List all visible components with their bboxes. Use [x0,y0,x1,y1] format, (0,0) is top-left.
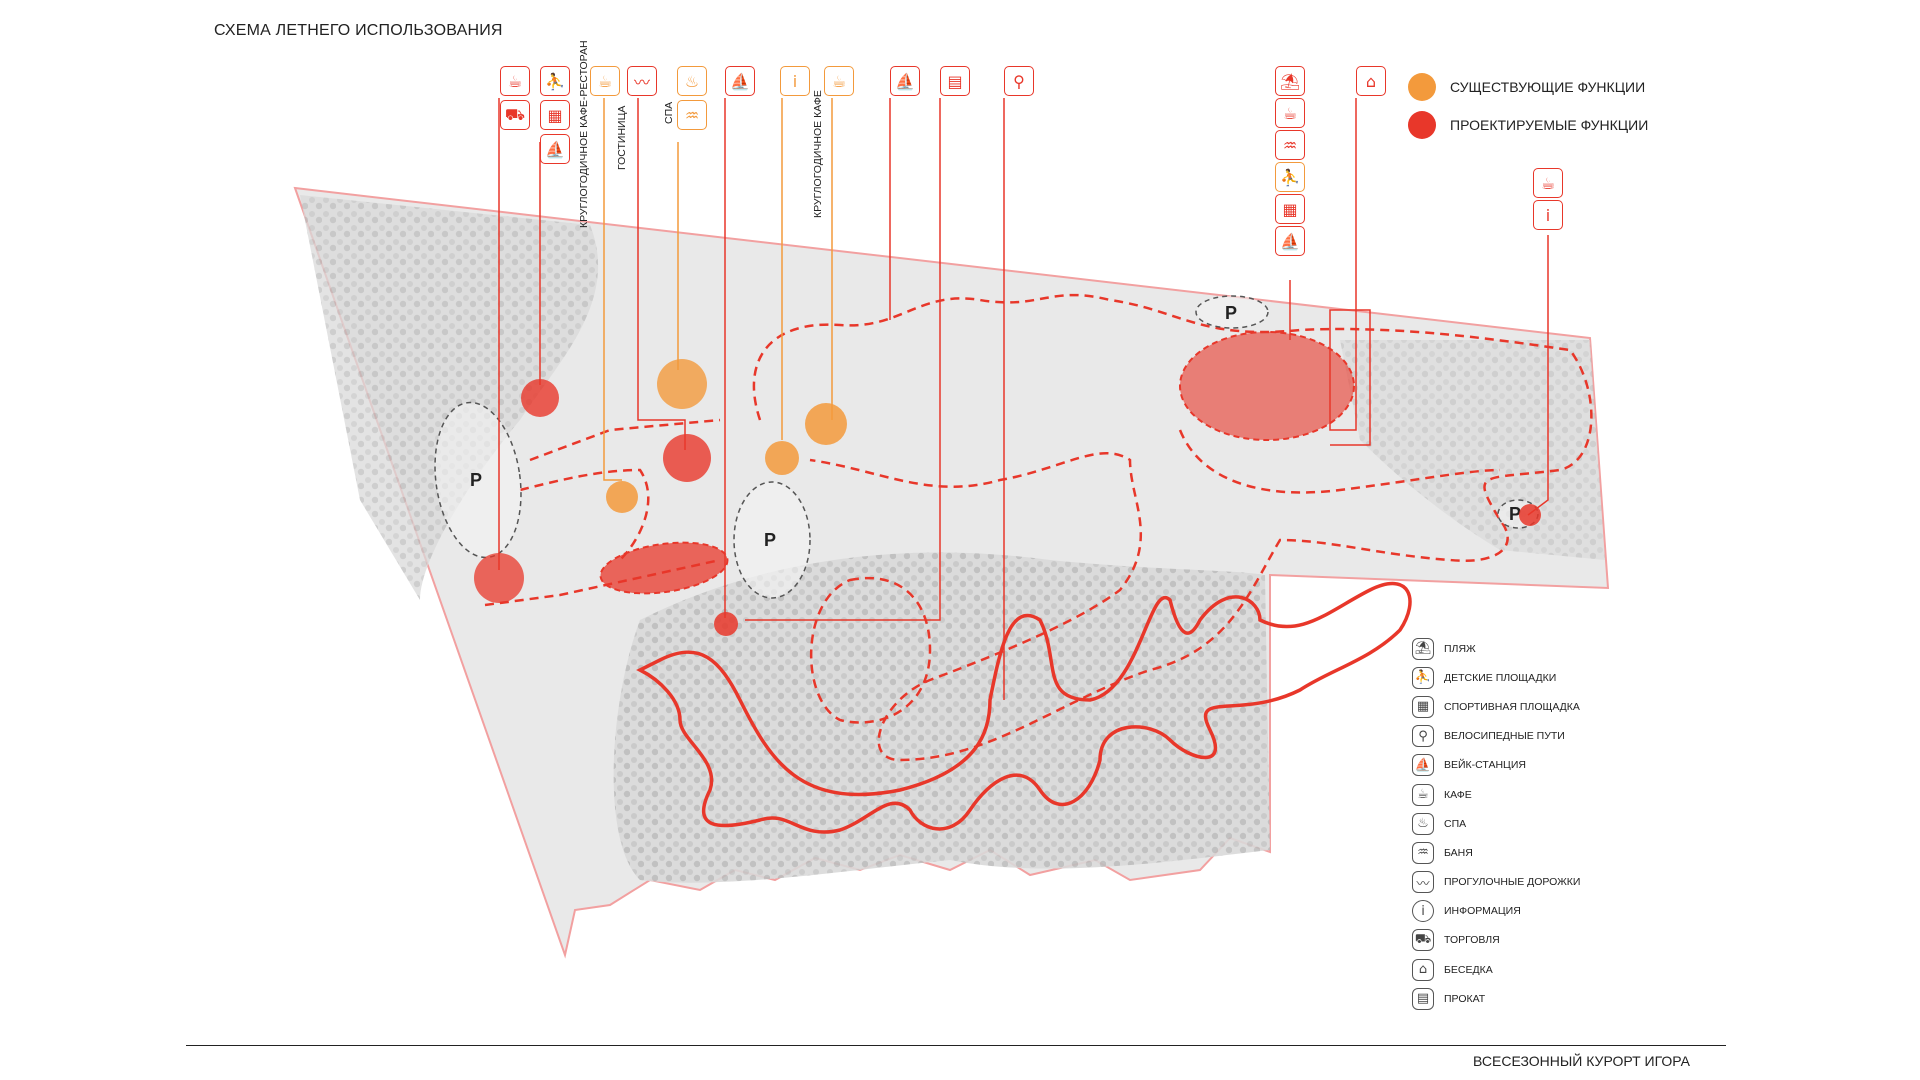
cafe-icon: ☕ [1533,168,1563,198]
bicycle-icon: ⚲ [1004,66,1034,96]
legend-existing: СУЩЕСТВУЮЩИЕ ФУНКЦИИ [1408,68,1648,106]
legend-item-label: ПЛЯЖ [1444,642,1476,655]
legend-item: i ИНФОРМАЦИЯ [1412,897,1580,926]
forest-east [1340,340,1605,560]
wake-station-icon: ⛵ [890,66,920,96]
info-icon: i [1533,200,1563,230]
legend-item: ▦ СПОРТИВНАЯ ПЛОЩАДКА [1412,692,1580,721]
spa-icon: ♨ [1412,812,1434,835]
parking-label: P [764,530,776,550]
cafe-icon: ☕ [500,66,530,96]
bathhouse-icon: ♒ [677,100,707,130]
page-title: СХЕМА ЛЕТНЕГО ИСПОЛЬЗОВАНИЯ [214,22,503,39]
legend-item: ♨ СПА [1412,809,1580,838]
forest-south [613,552,1270,883]
rental-icon: ▤ [940,66,970,96]
legend-existing-label: СУЩЕСТВУЮЩИЕ ФУНКЦИИ [1450,79,1646,95]
bicycle-route [636,581,1412,834]
legend-item-label: КАФЕ [1444,788,1472,801]
bathhouse-icon: ♒ [1275,130,1305,160]
wake-station-icon: ⛵ [540,134,570,164]
wake-station-icon: ⛵ [1412,754,1434,777]
legend-item-label: СПОРТИВНАЯ ПЛОЩАДКА [1444,700,1580,713]
existing-dot [1408,73,1436,101]
label-hotel: ГОСТИНИЦА [616,105,628,170]
playground-icon: ⛹ [1275,162,1305,192]
legend-item: 〰 ПРОГУЛОЧНЫЕ ДОРОЖКИ [1412,868,1580,897]
planned-dot [1408,111,1436,139]
legend-item-label: БАНЯ [1444,846,1473,859]
legend-planned-label: ПРОЕКТИРУЕМЫЕ ФУНКЦИИ [1450,117,1649,133]
gazebo-icon: ⌂ [1356,66,1386,96]
bathhouse-icon: ♒ [1412,841,1434,864]
cafe-icon: ☕ [590,66,620,96]
icon-legend: ⛱ ПЛЯЖ ⛹ ДЕТСКИЕ ПЛОЩАДКИ ▦ СПОРТИВНАЯ ПЛОЩ… [1412,634,1580,1013]
legend-item-label: ВЕЙК-СТАНЦИЯ [1444,759,1526,772]
parking-label: P [1509,504,1521,524]
legend-item: ⛟ ТОРГОВЛЯ [1412,926,1580,955]
legend-item-label: ПРОКАТ [1444,992,1486,1005]
legend-item: ⛹ ДЕТСКИЕ ПЛОЩАДКИ [1412,663,1580,692]
legend-item: ⛱ ПЛЯЖ [1412,634,1580,663]
legend-item: ⚲ ВЕЛОСИПЕДНЫЕ ПУТИ [1412,722,1580,751]
legend-item: ▤ ПРОКАТ [1412,984,1580,1013]
walking-path-icon: 〰 [1412,871,1434,894]
footer-divider [186,1045,1726,1046]
shopping-cart-icon: ⛟ [500,100,530,130]
playground-icon: ⛹ [540,66,570,96]
legend-item-label: ДЕТСКИЕ ПЛОЩАДКИ [1444,671,1557,684]
parking-label: P [1225,303,1237,323]
sports-field-icon: ▦ [1412,695,1434,718]
label-cafe-restaurant: КРУГЛОГОДИЧНОЕ КАФЕ-РЕСТОРАН [578,40,590,228]
sports-field-icon: ▦ [540,100,570,130]
legend-item-label: БЕСЕДКА [1444,963,1493,976]
cafe-icon: ☕ [824,66,854,96]
playground-icon: ⛹ [1412,666,1434,689]
walking-routes [484,293,1593,762]
wake-station-icon: ⛵ [1275,226,1305,256]
legend-item-label: ИНФОРМАЦИЯ [1444,905,1521,918]
spa-icon: ♨ [677,66,707,96]
bicycle-icon: ⚲ [1412,725,1434,748]
forest-north [300,195,599,600]
info-icon: i [780,66,810,96]
gazebo-icon: ⌂ [1412,958,1434,981]
function-spots [474,331,1541,636]
rental-icon: ▤ [1412,987,1434,1010]
function-legend: СУЩЕСТВУЮЩИЕ ФУНКЦИИ ПРОЕКТИРУЕМЫЕ ФУНКЦ… [1408,68,1648,144]
label-year-round-cafe: КРУГЛОГОДИЧНОЕ КАФЕ [812,90,824,218]
label-spa: СПА [663,101,675,124]
beach-icon: ⛱ [1275,66,1305,96]
footer-title: ВСЕСЕЗОННЫЙ КУРОРТ ИГОРА [1473,1053,1690,1069]
legend-item: ☕ КАФЕ [1412,780,1580,809]
cafe-icon: ☕ [1275,98,1305,128]
legend-item-label: ПРОГУЛОЧНЫЕ ДОРОЖКИ [1444,876,1581,889]
legend-item-label: ТОРГОВЛЯ [1444,934,1500,947]
legend-item: ⌂ БЕСЕДКА [1412,955,1580,984]
sports-field-icon: ▦ [1275,194,1305,224]
shopping-cart-icon: ⛟ [1412,929,1434,952]
cafe-icon: ☕ [1412,783,1434,806]
legend-item-label: СПА [1444,817,1467,830]
wake-station-icon: ⛵ [725,66,755,96]
walking-path-icon: 〰 [627,66,657,96]
parking-label: P [470,470,482,490]
beach-icon: ⛱ [1412,637,1434,660]
info-icon: i [1412,900,1434,923]
parking-labels: P P P P [470,303,1521,550]
legend-item-label: ВЕЛОСИПЕДНЫЕ ПУТИ [1444,730,1565,743]
legend-planned: ПРОЕКТИРУЕМЫЕ ФУНКЦИИ [1408,106,1648,144]
legend-item: ♒ БАНЯ [1412,838,1580,867]
callout-lines [498,98,1549,700]
legend-item: ⛵ ВЕЙК-СТАНЦИЯ [1412,751,1580,780]
